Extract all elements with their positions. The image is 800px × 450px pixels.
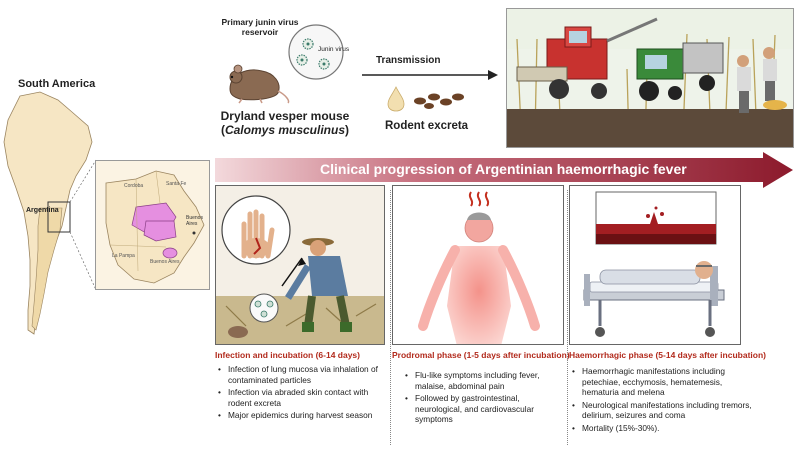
prodromal-illustration [418,191,540,344]
banner-title: Clinical progression of Argentinian haem… [320,161,687,177]
mouse-common-name: Dryland vesper mouse [220,109,350,123]
argentina-shape [31,207,63,331]
province-label-buenos-aires: Buenos Aires [150,259,180,265]
mouse-icon [229,64,290,104]
province-label-la-pampa: La Pampa [112,253,135,259]
bullet-item: Infection of lung mucosa via inhalation … [218,364,388,385]
combine-harvester-icon [516,17,658,99]
reservoir-title: Primary junin virus reservoir [221,17,299,37]
bullet-item: Followed by gastrointestinal, neurologic… [405,393,565,425]
provinces-map [105,170,205,284]
mouse-species-name: Calomys musculinus [224,123,346,138]
rodent-icon [228,326,248,338]
divider [390,190,391,445]
harvest-scene [506,8,794,148]
infection-bullets: Infection of lung mucosa via inhalation … [218,364,388,423]
clinical-progression-banner [215,152,793,188]
patient-icon [599,261,713,285]
transmission-label: Transmission [376,55,441,66]
divider [567,190,568,445]
prodromal-bullets: Flu-like symptoms including fever, malai… [405,370,565,427]
phase-title-haemorrhagic: Haemorrhagic phase (5-14 days after incu… [569,350,766,360]
transmission-arrow [362,70,498,80]
provinces-inset: Cordoba Santa Fe Buenos Aires La Pampa B… [95,160,210,290]
infection-panel [215,185,385,345]
map-zoom-box [47,201,71,233]
fever-heat-icon [468,191,490,207]
prodromal-panel [392,185,564,345]
haemorrhagic-bullets: Haemorrhagic manifestations including pe… [572,366,752,436]
farmer-icon [285,238,352,332]
bullet-item: Haemorrhagic manifestations including pe… [572,366,752,398]
south-america-map [3,91,93,335]
province-label-santafe: Santa Fe [166,181,187,187]
phase-title-prodromal: Prodromal phase (1-5 days after incubati… [392,350,570,360]
argentina-label: Argentina [26,207,59,214]
tractor-icon [636,42,724,101]
mouse-name-label: Dryland vesper mouse (Calomys musculinus… [210,109,360,138]
bullet-item: Major epidemics during harvest season [218,410,388,421]
south-america-label: South America [18,78,96,90]
particles-bubble [249,293,279,323]
bullet-item: Neurological manifestations including tr… [572,400,752,421]
bullet-item: Flu-like symptoms including fever, malai… [405,370,565,391]
sick-person-icon [418,212,540,344]
bullet-item: Infection via abraded skin contact with … [218,387,388,408]
blood-vessel-icon [595,191,717,245]
highlight-region-2 [143,220,177,242]
province-label-cordoba: Cordoba [124,183,144,189]
hospital-bed-icon [583,266,725,337]
soil-rows [507,109,793,147]
zoom-lines [69,159,97,291]
phase-title-infection: Infection and incubation (6-14 days) [215,350,360,360]
virus-bubble [288,24,344,80]
virus-label: Junin virus [318,46,350,53]
farm-worker-icon [737,47,787,113]
excreta-icon [387,86,464,112]
hand-icon [241,209,275,259]
virus-particle-icon [296,38,330,70]
bullet-item: Mortality (15%-30%). [572,423,752,434]
highlight-region-3 [162,247,178,259]
harvest-illustration [507,9,793,147]
haemorrhagic-panel [569,185,741,345]
haemorrhagic-illustration [583,191,725,337]
excreta-label: Rodent excreta [385,120,469,132]
infection-illustration [216,195,384,344]
province-label-buenos-aires-city: Buenos Aires [186,215,203,227]
